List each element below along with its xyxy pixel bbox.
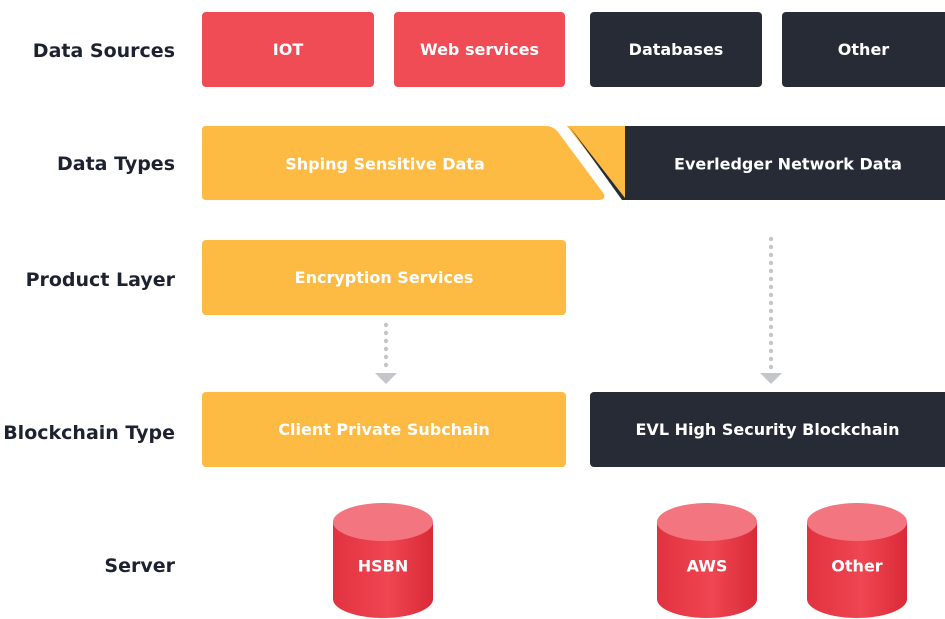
- blockchain-evl-high-security: EVL High Security Blockchain: [590, 392, 945, 467]
- source-other: Other: [782, 12, 945, 87]
- server-aws-label: AWS: [686, 556, 728, 576]
- arrow-everledger-to-evl: [760, 236, 782, 384]
- type-divider-slant-navy: [569, 126, 625, 200]
- everledger-data-shape: [625, 126, 945, 200]
- row-label-server: Server: [104, 555, 175, 577]
- source-web-services-label: Web services: [420, 40, 539, 59]
- row-label-blockchain-type: Blockchain Type: [3, 422, 175, 444]
- source-web-services: Web services: [394, 12, 565, 87]
- type-shping-label: Shping Sensitive Data: [285, 154, 485, 174]
- blockchain-evl-label: EVL High Security Blockchain: [635, 420, 900, 439]
- product-encryption-label: Encryption Services: [294, 268, 474, 287]
- blockchain-client-private: Client Private Subchain: [202, 392, 566, 467]
- database-icon-aws: [657, 503, 757, 618]
- source-iot-label: IOT: [272, 40, 304, 59]
- database-icon-hsbn: [333, 503, 433, 618]
- database-icon-other: [807, 503, 907, 618]
- source-iot: IOT: [202, 12, 374, 87]
- shping-data-shape: [202, 126, 605, 200]
- arrow-encryption-to-private: [375, 322, 397, 384]
- server-hsbn-label: HSBN: [357, 556, 409, 576]
- blockchain-client-private-label: Client Private Subchain: [278, 420, 490, 439]
- server-other-label: Other: [831, 556, 883, 576]
- row-label-data-sources: Data Sources: [32, 40, 175, 62]
- source-databases: Databases: [590, 12, 762, 87]
- product-encryption-services: Encryption Services: [202, 240, 566, 315]
- row-label-product-layer: Product Layer: [25, 269, 175, 291]
- source-other-label: Other: [837, 40, 890, 59]
- source-databases-label: Databases: [628, 40, 724, 59]
- type-everledger-label: Everledger Network Data: [674, 154, 902, 174]
- row-label-data-types: Data Types: [57, 153, 175, 175]
